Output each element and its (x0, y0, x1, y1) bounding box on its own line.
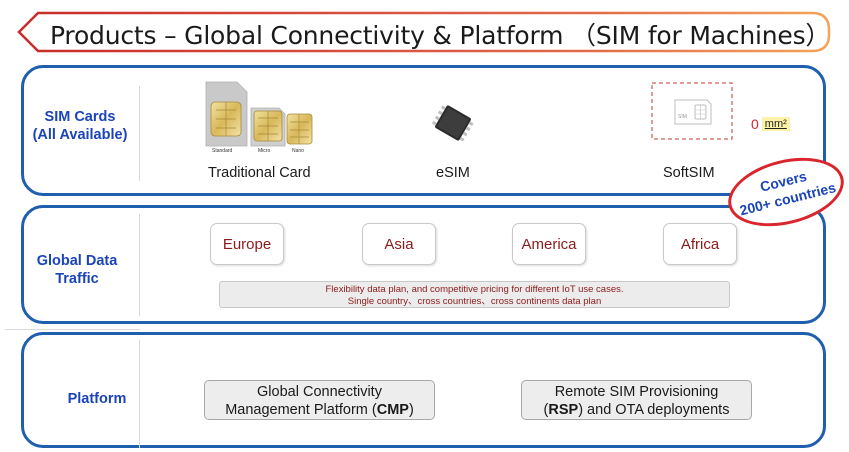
traditional-card-label: Traditional Card (208, 165, 311, 181)
softsim-size-unit: mm² (762, 117, 790, 131)
data-plan-note-line2: Single country、cross countries、cross con… (220, 296, 729, 308)
softsim-chip-text: SIM (678, 114, 687, 120)
data-plan-note-line1: Flexibility data plan, and competitive p… (220, 284, 729, 296)
rsp-line2: (RSP) and OTA deployments (522, 401, 751, 419)
cmp-abbrev: CMP (377, 402, 409, 418)
cmp-box: Global Connectivity Management Platform … (204, 380, 435, 420)
rsp-abbrev: RSP (548, 402, 578, 418)
data-section-divider (139, 214, 140, 316)
region-america: America (512, 223, 586, 265)
esim-label: eSIM (436, 165, 470, 181)
rsp-box: Remote SIM Provisioning (RSP) and OTA de… (521, 380, 752, 420)
sim-cards-label-line2: (All Available) (24, 126, 136, 144)
cmp-line2: Management Platform (CMP) (205, 401, 434, 419)
global-data-traffic-label-line2: Traffic (22, 270, 132, 288)
traditional-sim-cards-image (203, 80, 317, 156)
sim-size-label-micro: Micro (258, 148, 270, 154)
page-title: Products – Global Connectivity & Platfor… (50, 16, 830, 52)
sim-section-divider (139, 86, 140, 181)
region-europe: Europe (210, 223, 284, 265)
data-plan-note: Flexibility data plan, and competitive p… (219, 281, 730, 308)
esim-chip-image (430, 100, 476, 146)
region-asia: Asia (362, 223, 436, 265)
global-data-traffic-label-line1: Global Data (22, 252, 132, 270)
platform-section-divider (139, 340, 140, 448)
softsim-size-value: 0 (751, 116, 759, 132)
softsim-label: SoftSIM (663, 165, 715, 181)
softsim-size-indicator: 0 mm² (751, 116, 790, 132)
cmp-line1: Global Connectivity (205, 383, 434, 401)
rsp-line1: Remote SIM Provisioning (522, 383, 751, 401)
section-separator (5, 329, 140, 330)
region-africa: Africa (663, 223, 737, 265)
softsim-image (651, 82, 733, 140)
sim-cards-label: SIM Cards (All Available) (24, 108, 136, 144)
sim-size-label-nano: Nano (292, 148, 304, 154)
sim-size-label-standard: Standard (212, 148, 232, 154)
global-data-traffic-label: Global Data Traffic (22, 252, 132, 288)
platform-label: Platform (42, 390, 152, 408)
sim-cards-label-line1: SIM Cards (24, 108, 136, 126)
